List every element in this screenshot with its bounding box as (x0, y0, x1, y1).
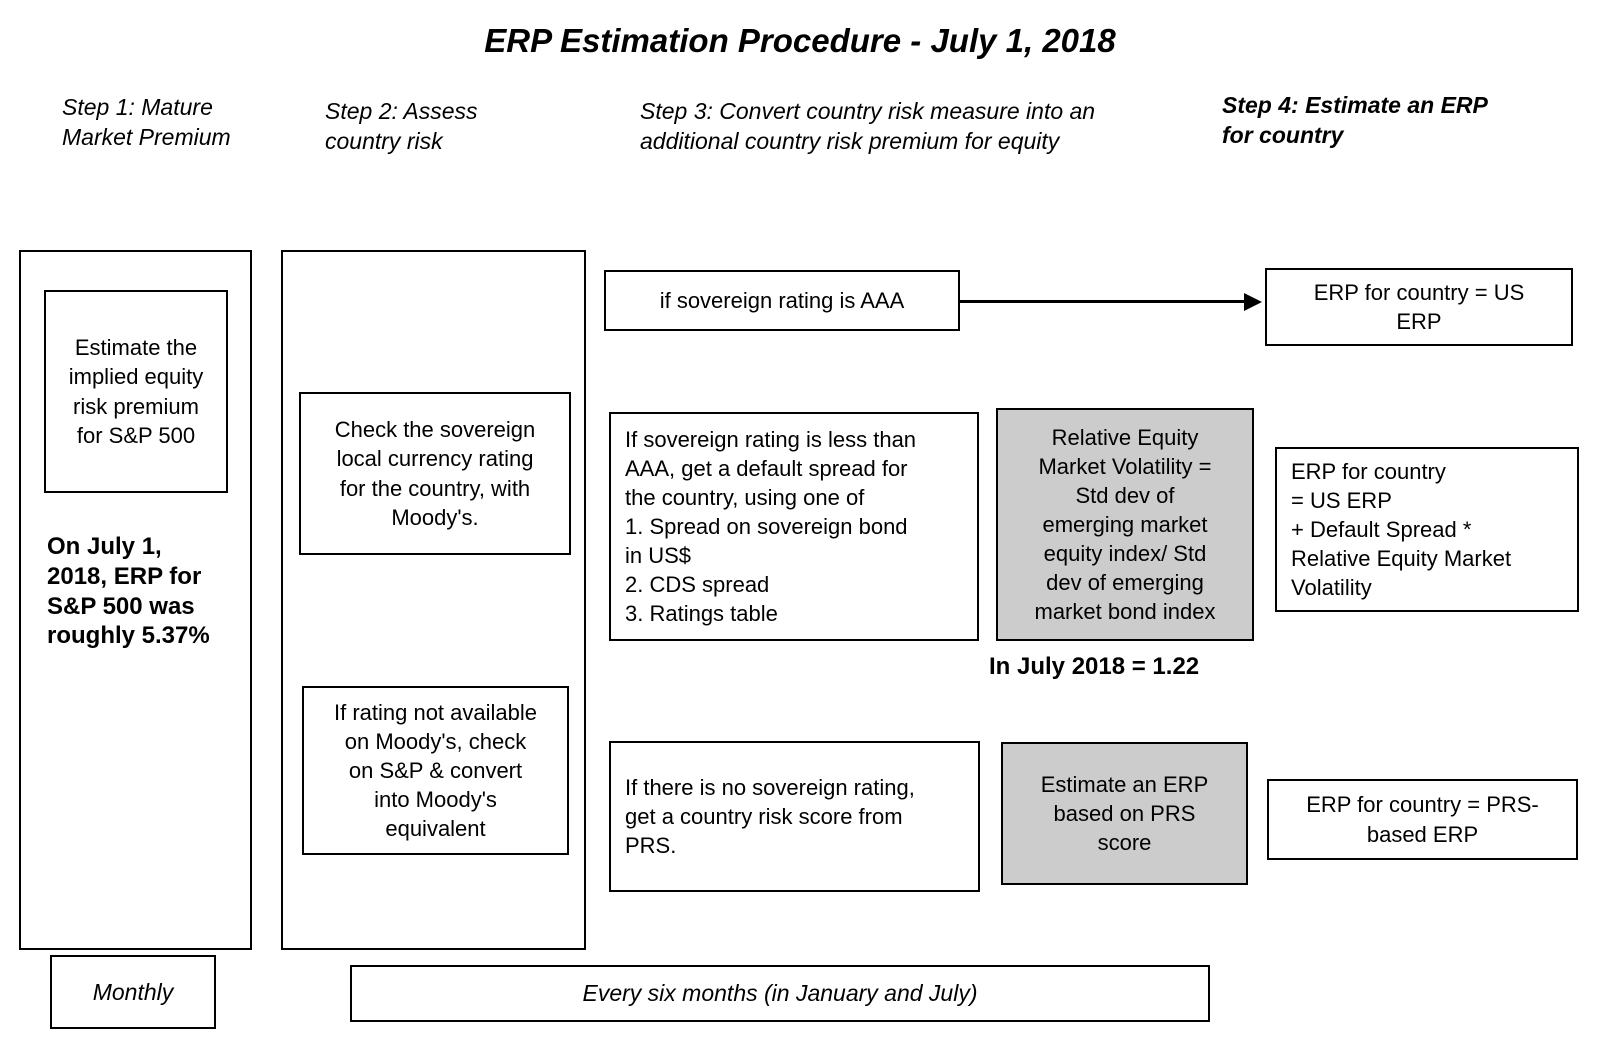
sp-convert-box: If rating not available on Moody's, chec… (302, 686, 569, 855)
step1-header: Step 1: Mature Market Premium (62, 94, 231, 150)
moodys-rating-box: Check the sovereign local currency ratin… (299, 392, 571, 555)
step2-container-box (281, 250, 586, 950)
no-rating-condition-box: If there is no sovereign rating, get a c… (609, 741, 980, 892)
step3-header: Step 3: Convert country risk measure int… (640, 98, 1096, 154)
estimate-erp-box: Estimate the implied equity risk premium… (44, 290, 228, 493)
step1-container-box (19, 250, 252, 950)
below-aaa-condition-box: If sovereign rating is less than AAA, ge… (609, 412, 979, 641)
diagram-title: ERP Estimation Procedure - July 1, 2018 (484, 22, 1116, 59)
relative-volatility-box: Relative Equity Market Volatility = Std … (996, 408, 1254, 641)
step4-header: Step 4: Estimate an ERP for country (1222, 92, 1488, 148)
relative-volatility-value: In July 2018 = 1.22 (989, 653, 1200, 680)
arrow-line (960, 300, 1246, 303)
erp-us-result-box: ERP for country = US ERP (1265, 268, 1573, 346)
prs-estimate-box: Estimate an ERP based on PRS score (1001, 742, 1248, 885)
aaa-condition-box: if sovereign rating is AAA (604, 270, 960, 331)
semiannual-frequency-box: Every six months (in January and July) (350, 965, 1210, 1022)
arrow-right-icon (1244, 293, 1262, 311)
step2-header: Step 2: Assess country risk (325, 98, 478, 154)
erp-prs-result-box: ERP for country = PRS- based ERP (1267, 779, 1578, 860)
erp-default-spread-result-box: ERP for country = US ERP + Default Sprea… (1275, 447, 1579, 612)
erp-note-text: On July 1, 2018, ERP for S&P 500 was rou… (47, 533, 210, 650)
monthly-frequency-box: Monthly (50, 955, 216, 1029)
